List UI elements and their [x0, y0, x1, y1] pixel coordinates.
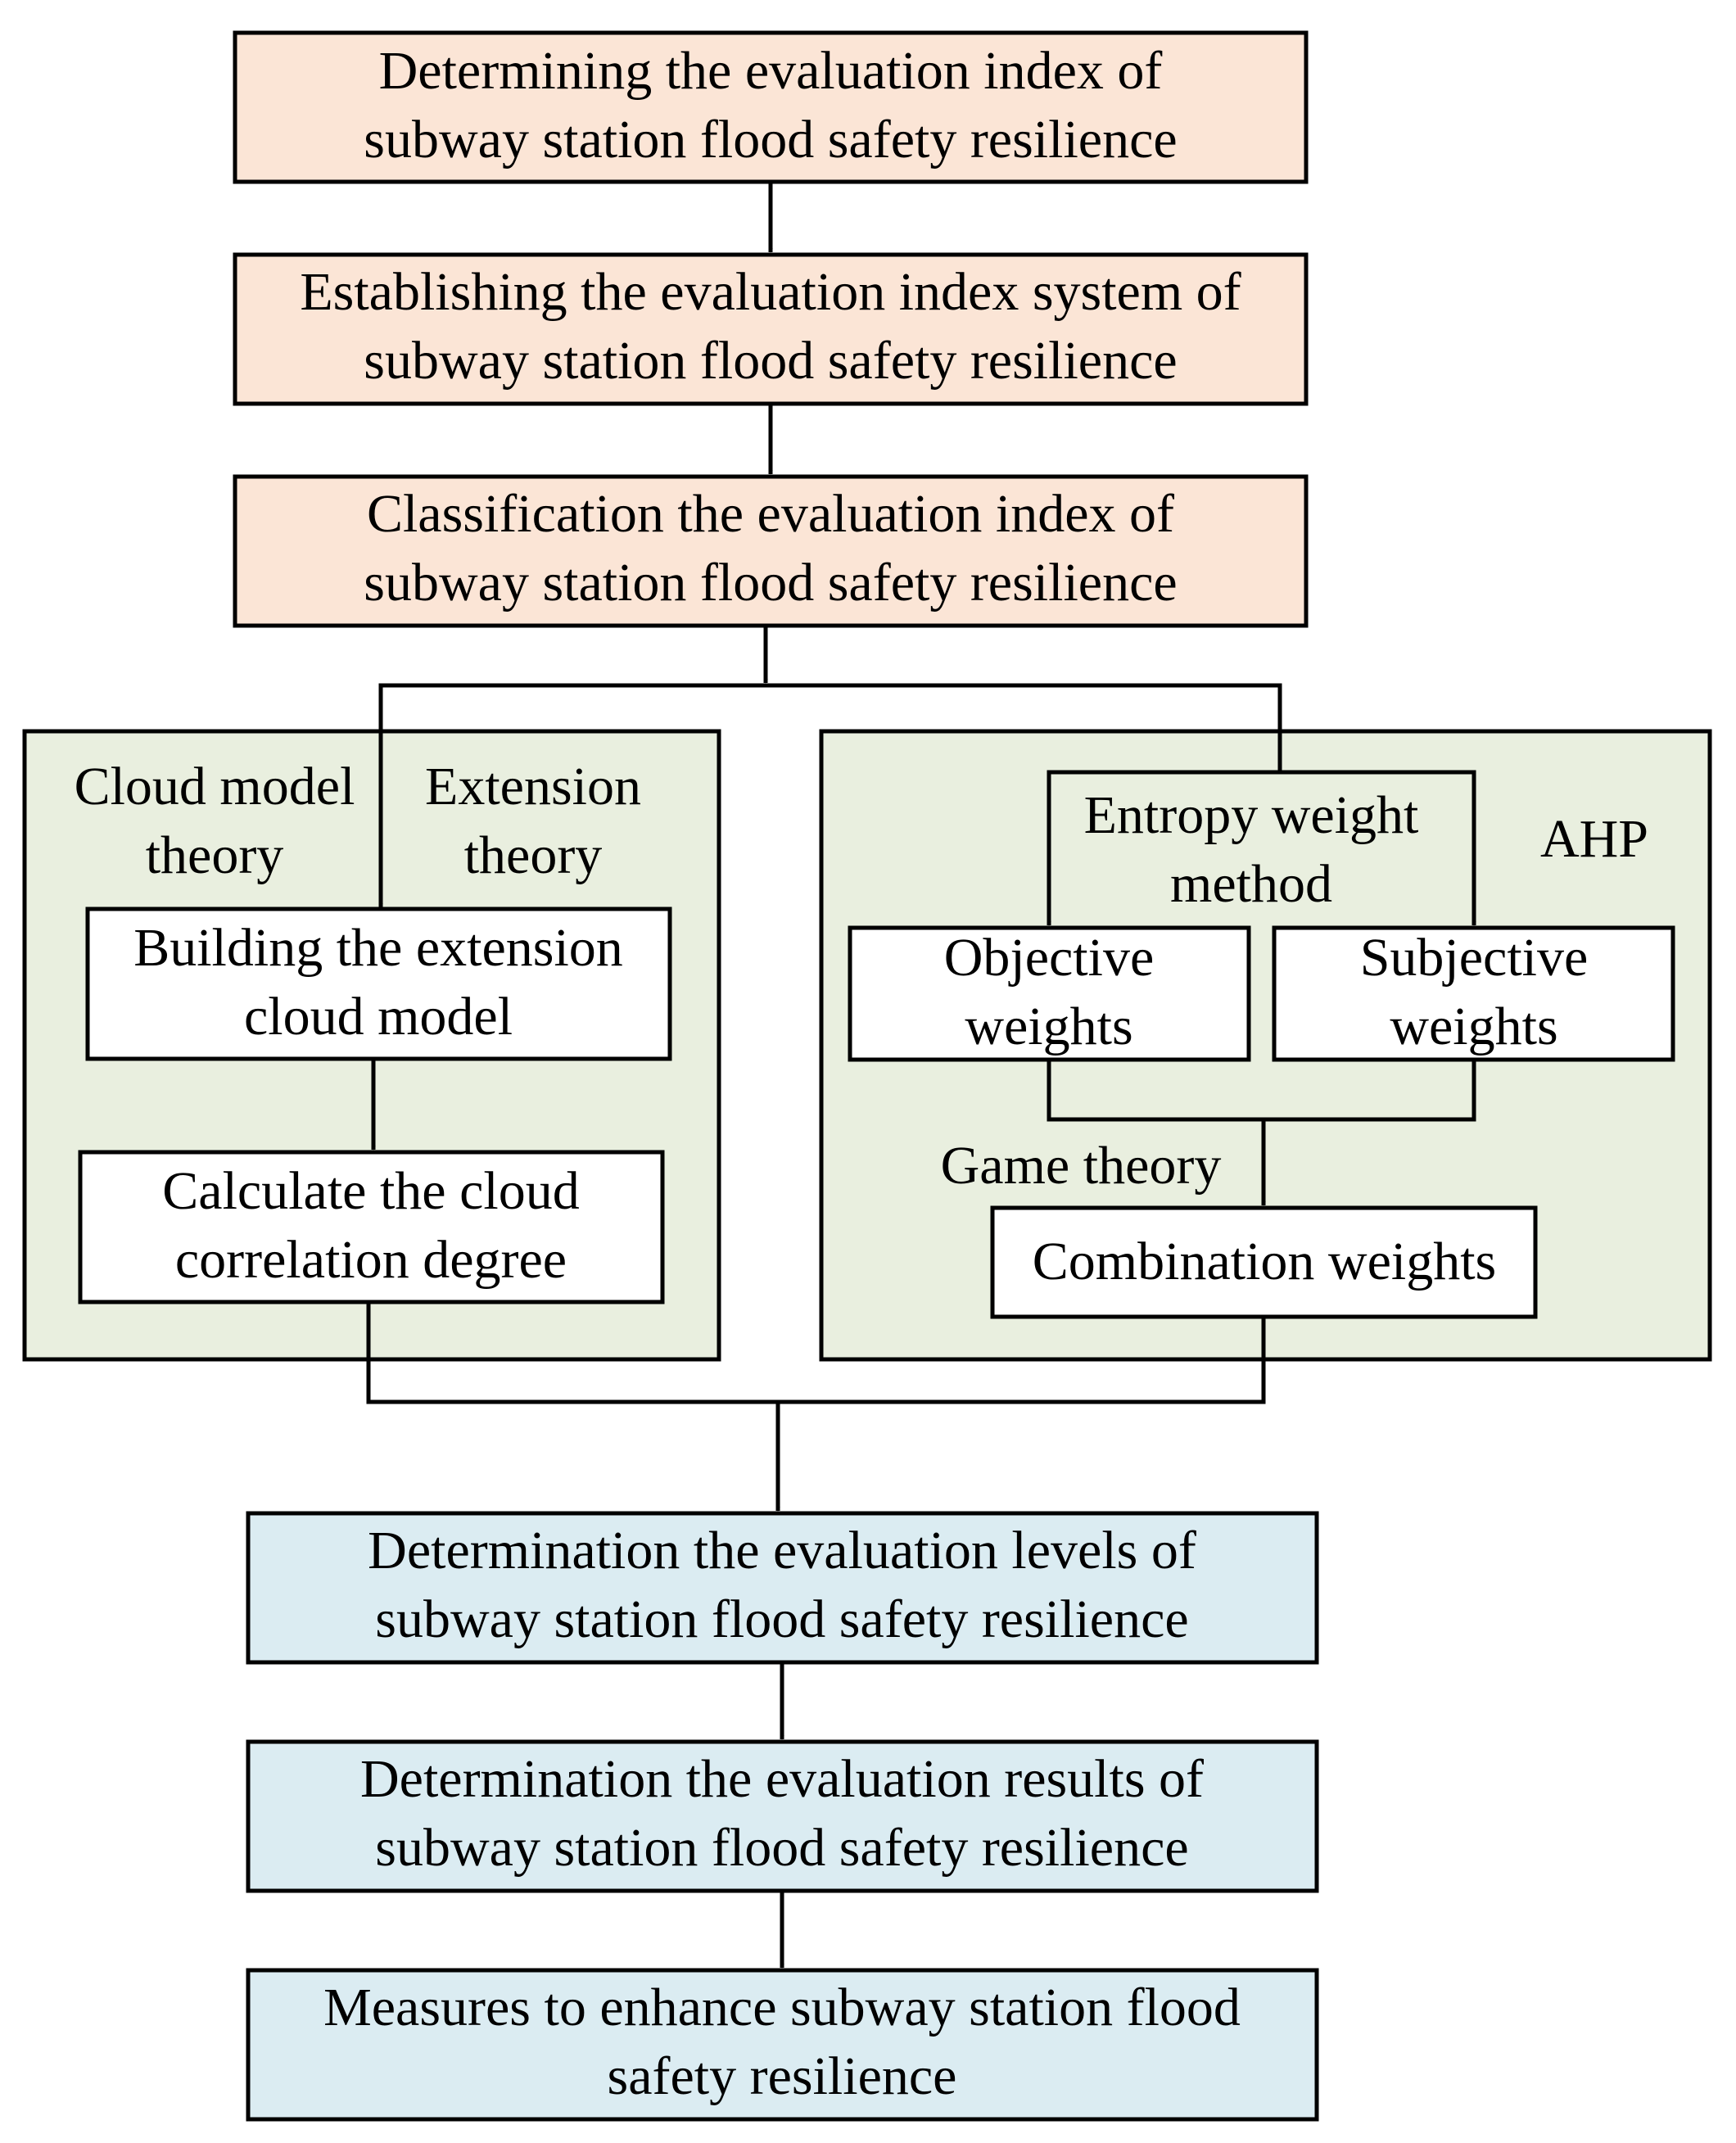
entropy-weight-method-line2: method	[1170, 854, 1332, 914]
calc-cloud-correlation-degree: Calculate the cloud correlation degree	[78, 1150, 665, 1304]
step-levels-line2: subway station flood safety resilience	[375, 1589, 1188, 1649]
step-determining-index-line2: subway station flood safety resilience	[364, 110, 1177, 170]
bottom-merge-connector	[366, 1302, 1266, 1404]
step-evaluation-results: Determination the evaluation results of …	[246, 1739, 1319, 1893]
subjective-weights: Subjective weights	[1272, 925, 1675, 1062]
step-determining-index-line1: Determining the evaluation index of	[379, 41, 1163, 101]
game-theory-label: Game theory	[941, 1136, 1222, 1196]
step-classification-line2: subway station flood safety resilience	[364, 553, 1177, 613]
step-establishing-system-line1: Establishing the evaluation index system…	[300, 262, 1241, 322]
objective-line2: weights	[965, 997, 1132, 1056]
step-establishing-system: Establishing the evaluation index system…	[233, 252, 1309, 406]
extension-theory-line1: Extension	[425, 757, 641, 816]
step-levels-line1: Determination the evaluation levels of	[368, 1521, 1196, 1580]
build-model-line2: cloud model	[244, 987, 513, 1047]
combination-weights: Combination weights	[990, 1205, 1538, 1319]
subjective-line2: weights	[1390, 997, 1557, 1056]
calc-degree-line1: Calculate the cloud	[162, 1161, 579, 1221]
step-measures: Measures to enhance subway station flood…	[246, 1968, 1319, 2122]
step-classification: Classification the evaluation index of s…	[233, 474, 1309, 628]
ahp-label: AHP	[1540, 809, 1648, 869]
cloud-model-theory-line2: theory	[146, 825, 284, 885]
calc-degree-line2: correlation degree	[175, 1230, 567, 1290]
step-establishing-system-line2: subway station flood safety resilience	[364, 331, 1177, 391]
objective-weights: Objective weights	[848, 925, 1251, 1062]
entropy-ahp-connector	[1047, 770, 1476, 924]
objective-line1: Objective	[944, 928, 1155, 988]
entropy-weight-method-line1: Entropy weight	[1084, 785, 1419, 845]
step-measures-line1: Measures to enhance subway station flood	[323, 1978, 1241, 2037]
step-results-line2: subway station flood safety resilience	[375, 1818, 1188, 1878]
build-extension-cloud-model: Building the extension cloud model	[85, 906, 672, 1061]
step-determining-index: Determining the evaluation index of subw…	[233, 30, 1309, 184]
step-results-line1: Determination the evaluation results of	[360, 1749, 1204, 1809]
combination-weights-label: Combination weights	[1033, 1232, 1496, 1291]
split-connector	[378, 683, 1282, 909]
cloud-model-theory-line1: Cloud model	[75, 757, 355, 816]
extension-theory-line2: theory	[464, 825, 603, 885]
step-classification-line1: Classification the evaluation index of	[367, 484, 1174, 544]
build-model-line1: Building the extension	[133, 918, 623, 978]
step-measures-line2: safety resilience	[608, 2046, 957, 2106]
step-evaluation-levels: Determination the evaluation levels of s…	[246, 1511, 1319, 1665]
subjective-line1: Subjective	[1360, 928, 1589, 988]
